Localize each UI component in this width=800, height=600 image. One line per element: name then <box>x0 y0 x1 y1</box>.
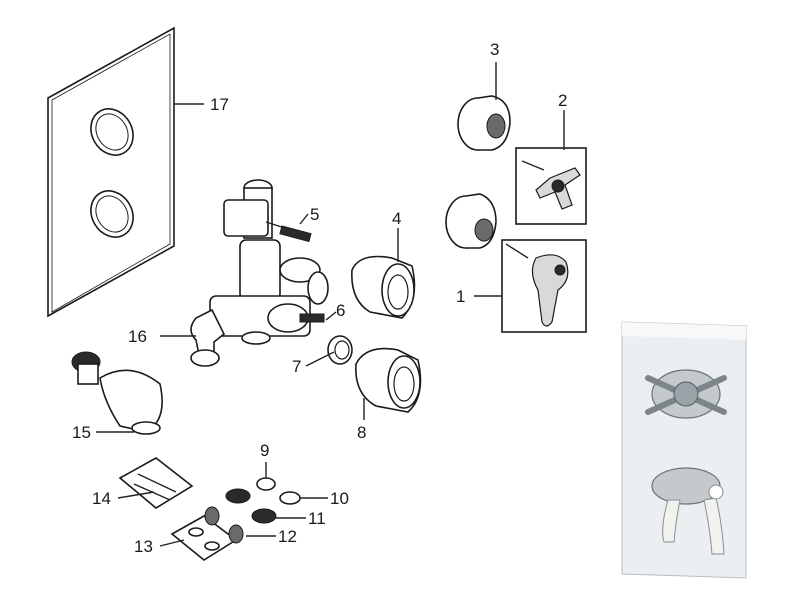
parts-9-12-small <box>204 477 301 544</box>
callout-2: 2 <box>558 91 567 110</box>
part-4-shroud <box>351 255 416 319</box>
callout-12: 12 <box>278 527 297 546</box>
callout-3: 3 <box>490 40 499 59</box>
shroud-middle <box>445 193 497 249</box>
part-2-crosshead-handle-box <box>515 147 587 225</box>
callout-13: 13 <box>134 537 153 556</box>
callout-11: 11 <box>308 509 326 528</box>
part-8-shroud <box>355 347 422 413</box>
callout-7: 7 <box>292 357 301 376</box>
part-17-cover-plate <box>47 26 175 318</box>
part-14-screw-pack <box>118 457 194 509</box>
product-photo-chrome-valve <box>621 321 747 579</box>
callout-15: 15 <box>72 423 91 442</box>
callout-4: 4 <box>392 209 401 228</box>
part-15-wall-outlet <box>71 351 163 435</box>
callout-17: 17 <box>210 95 229 114</box>
callout-10: 10 <box>330 489 349 508</box>
leader-lines <box>96 62 565 547</box>
callout-8: 8 <box>357 423 366 442</box>
part-valve-body <box>190 179 329 367</box>
callout-1: 1 <box>456 287 465 306</box>
callout-16: 16 <box>128 327 147 346</box>
part-3-shroud <box>457 95 511 151</box>
part-13-washer-pack <box>170 515 238 561</box>
callout-5: 5 <box>310 205 319 224</box>
callout-14: 14 <box>92 489 111 508</box>
callout-9: 9 <box>260 441 269 460</box>
part-1-lever-handle-box <box>501 239 587 333</box>
part-7-ring <box>327 335 353 365</box>
callout-6: 6 <box>336 301 345 320</box>
